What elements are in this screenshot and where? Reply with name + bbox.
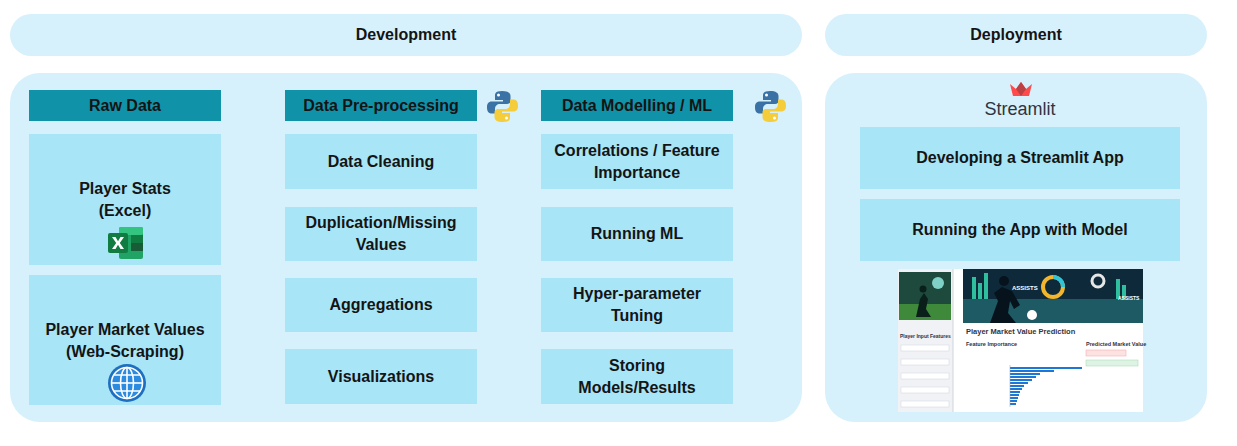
process-box: Developing a Streamlit App: [860, 127, 1180, 189]
process-box: Aggregations: [285, 278, 477, 332]
logo-wordmark: Streamlit: [960, 99, 1080, 120]
column-header: Raw Data: [29, 90, 221, 121]
box-label: Hyper-parameter Tuning: [549, 283, 725, 327]
section-band: Development: [10, 14, 802, 56]
box-label: Player Market Values (Web-Scraping): [45, 319, 205, 363]
globe-icon: [107, 363, 147, 403]
sidebar-heading: Player Input Features: [900, 333, 951, 339]
process-box: Running the App with Model: [860, 199, 1180, 261]
section-heading: Feature Importance: [966, 341, 1017, 347]
box-label: Developing a Streamlit App: [916, 147, 1123, 169]
column-header: Data Modelling / ML: [541, 90, 733, 121]
process-box: Duplication/Missing Values: [285, 207, 477, 261]
box-label: Data Pre-processing: [303, 95, 459, 117]
process-box: Correlations / Feature Importance: [541, 134, 733, 189]
box-label: Visualizations: [328, 366, 434, 388]
excel-icon: [107, 225, 145, 261]
python-logo: [486, 90, 519, 123]
box-label: Storing Models/Results: [549, 355, 725, 399]
box-label: Raw Data: [89, 95, 161, 117]
python-logo: [754, 90, 787, 123]
banner-text: ASSISTS: [1118, 295, 1139, 301]
box-label: Correlations / Feature Importance: [549, 140, 725, 184]
process-box: Storing Models/Results: [541, 349, 733, 404]
section-band: Deployment: [825, 14, 1207, 56]
process-box: Hyper-parameter Tuning: [541, 278, 733, 332]
process-box: Data Cleaning: [285, 134, 477, 189]
box-label: Aggregations: [329, 294, 432, 316]
section-heading: Predicted Market Value: [1086, 341, 1146, 347]
box-label: Duplication/Missing Values: [293, 212, 469, 256]
streamlit-logo: [1009, 82, 1033, 97]
column-header: Data Pre-processing: [285, 90, 477, 121]
box-label: Running ML: [591, 223, 683, 245]
box-label: Player Stats (Excel): [55, 178, 195, 222]
box-label: Running the App with Model: [912, 219, 1127, 241]
box-label: Data Modelling / ML: [562, 95, 712, 117]
process-box: Visualizations: [285, 349, 477, 404]
banner-text: ASSISTS: [1012, 285, 1038, 291]
box-label: Data Cleaning: [328, 151, 435, 173]
box-label: Development: [356, 24, 456, 46]
process-box: Running ML: [541, 207, 733, 261]
box-label: Deployment: [970, 24, 1062, 46]
app-title: Player Market Value Prediction: [966, 327, 1075, 336]
